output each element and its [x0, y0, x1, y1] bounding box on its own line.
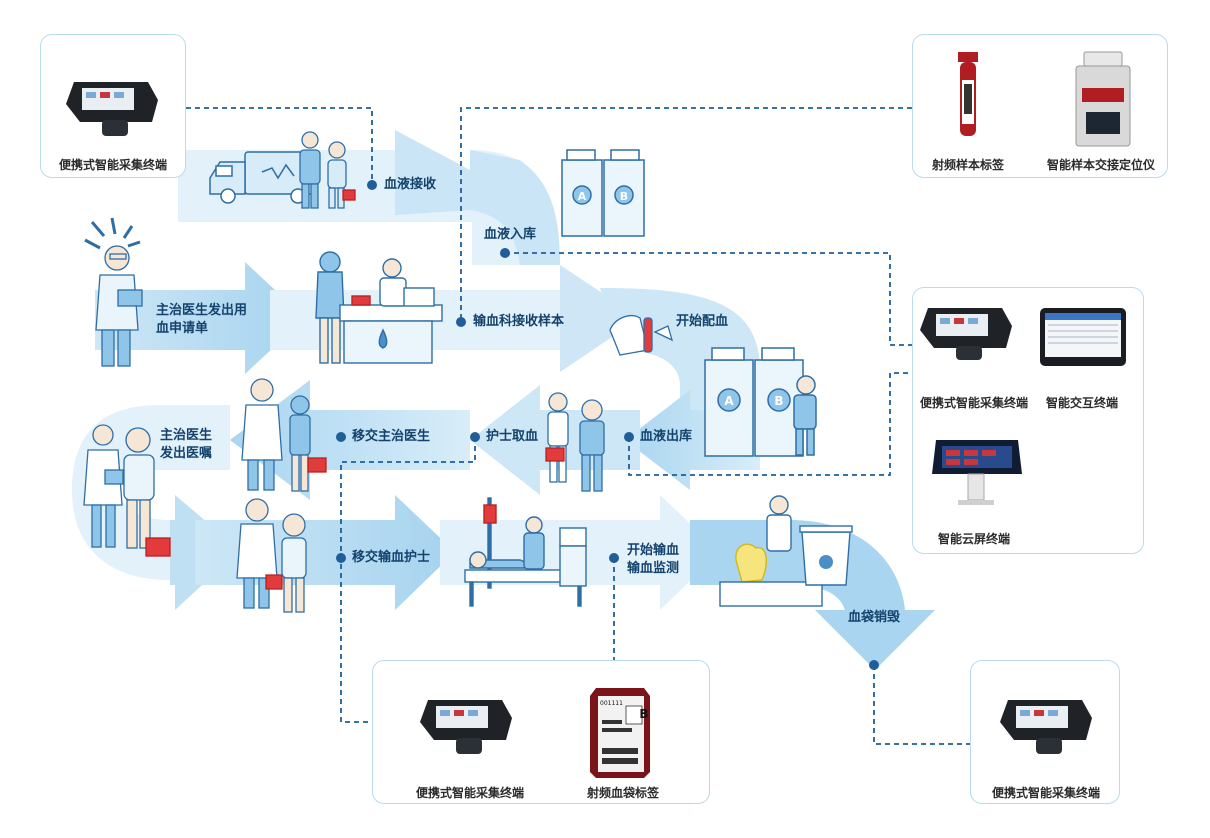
fridge-mid-label-a: A	[724, 394, 734, 408]
label-top-left-terminal: 便携式智能采集终端	[58, 158, 167, 172]
nurse-pickup-figures	[545, 392, 605, 492]
transfusion-bed	[464, 497, 587, 607]
label-rfid-sample-tag: 射频样本标签	[931, 158, 1004, 172]
fridge-top-label-a: A	[578, 190, 587, 203]
device-box-bottom	[372, 660, 710, 804]
lab-counter	[315, 251, 443, 364]
step-start-transfusion: 开始输血输血监测	[627, 543, 680, 576]
step-sample-receive: 输血科接收样本	[473, 314, 565, 329]
step-blood-receive: 血液接收	[384, 177, 437, 192]
label-bottom-right-terminal: 便携式智能采集终端	[991, 786, 1100, 800]
label-cloud-screen: 智能云屏终端	[937, 532, 1010, 546]
step-bag-destroy: 血袋销毁	[848, 610, 901, 625]
label-right-terminal: 便携式智能采集终端	[919, 396, 1028, 410]
delivery-truck-icon	[209, 151, 316, 204]
blood-fridge-top	[561, 149, 645, 237]
label-sample-locator: 智能样本交接定位仪	[1046, 158, 1155, 172]
label-rfid-bag-tag: 射频血袋标签	[586, 786, 659, 800]
step-transfer-doctor: 移交主治医生	[352, 429, 431, 444]
device-box-right	[912, 287, 1144, 554]
doctor-patient-transfer-figures	[236, 498, 307, 613]
step-transfer-nurse: 移交输血护士	[352, 550, 431, 565]
actor-doctor-order: 主治医生发出医嘱	[160, 428, 213, 461]
bag-destroy-station	[719, 495, 853, 607]
connectors	[186, 107, 970, 745]
label-interactive-terminal: 智能交互终端	[1045, 396, 1118, 410]
step-nurse-pickup: 护士取血	[486, 429, 539, 444]
actor-doctor-request: 主治医生发出用血申请单	[156, 303, 248, 336]
fridge-top-label-b: B	[620, 190, 628, 203]
courier-figure	[299, 131, 356, 209]
doctor-order-figures	[83, 424, 171, 557]
step-blood-storage: 血液入库	[484, 227, 537, 242]
doctor-request-figure	[84, 217, 143, 367]
label-bottom-terminal: 便携式智能采集终端	[415, 786, 524, 800]
step-start-match: 开始配血	[676, 314, 729, 329]
step-blood-out: 血液出库	[640, 429, 693, 444]
doctor-nurse-transfer-figures	[241, 378, 327, 492]
step-dots	[336, 180, 879, 670]
device-box-bottom-right	[970, 660, 1120, 804]
flow-band-row2	[95, 262, 760, 470]
blood-tube-hand	[609, 315, 674, 356]
fridge-mid-label-b: B	[774, 394, 783, 408]
blood-fridge-middle	[704, 347, 817, 457]
